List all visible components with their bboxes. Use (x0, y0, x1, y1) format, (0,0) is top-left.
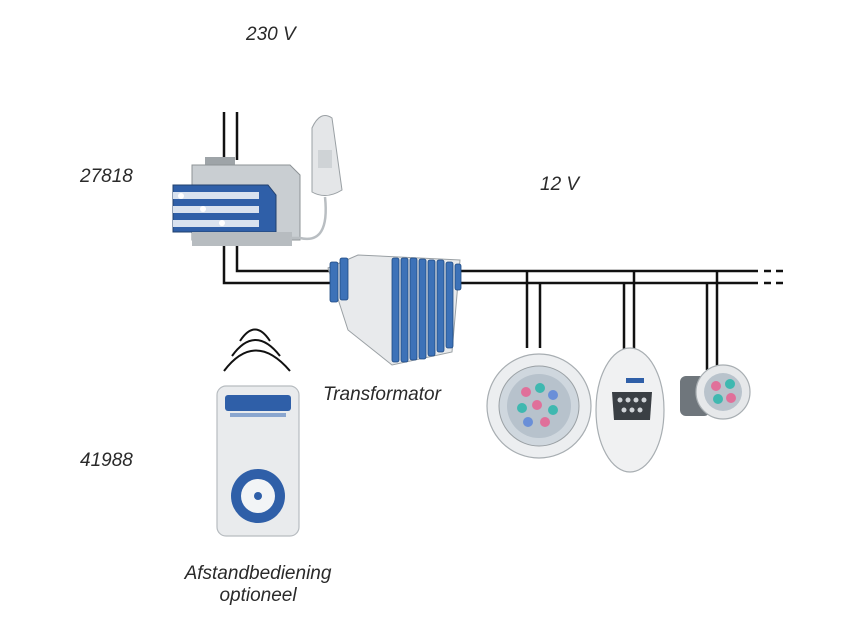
wireless-signal-icon (223, 328, 291, 372)
pool-light-small (680, 364, 751, 420)
controller-to-transformer-wires (222, 245, 330, 285)
remote-caption: Afstandbediening optioneel (178, 563, 338, 607)
remote-code-label: 41988 (80, 450, 133, 471)
remote-control (216, 385, 300, 537)
remote-caption-line1: Afstandbediening (184, 563, 332, 584)
light-sensor (290, 115, 343, 241)
pool-light-large (486, 353, 592, 459)
remote-caption-line2: optioneel (219, 585, 297, 606)
supply-voltage-label: 230 V (246, 24, 296, 45)
output-voltage-label: 12 V (540, 174, 580, 195)
low-voltage-bus (458, 269, 786, 370)
transformer (327, 254, 462, 366)
transformer-label: Transformator (323, 384, 441, 405)
controller-module (172, 157, 301, 246)
pool-light-niche (595, 347, 665, 473)
supply-wires (222, 112, 239, 160)
controller-code-label: 27818 (80, 166, 133, 187)
